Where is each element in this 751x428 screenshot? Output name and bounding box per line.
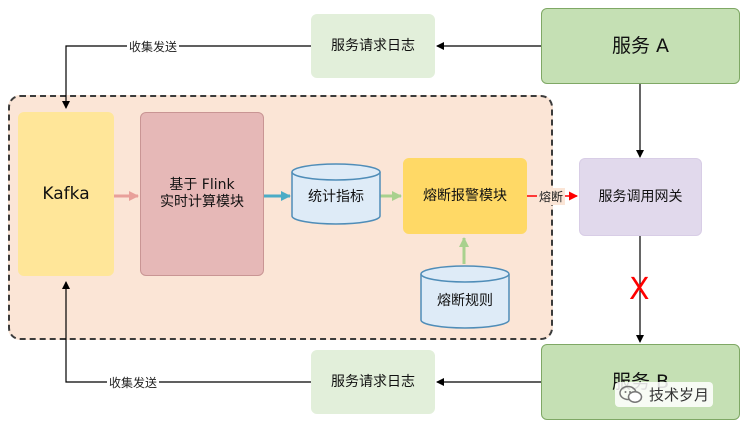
alarm-label: 熔断报警模块 bbox=[423, 187, 507, 204]
flink-node: 基于 Flink 实时计算模块 bbox=[140, 112, 264, 276]
rules-node: 熔断规则 bbox=[421, 286, 509, 316]
log-top-label: 服务请求日志 bbox=[331, 37, 415, 54]
watermark: 技术岁月 bbox=[615, 382, 714, 407]
flink-label: 基于 Flink 实时计算模块 bbox=[160, 177, 244, 210]
gateway-node: 服务调用网关 bbox=[579, 158, 702, 236]
watermark-text: 技术岁月 bbox=[649, 386, 710, 404]
alarm-node: 熔断报警模块 bbox=[403, 158, 527, 234]
blocked-x-mark: X bbox=[629, 272, 650, 307]
metrics-label: 统计指标 bbox=[308, 188, 364, 205]
rules-label: 熔断规则 bbox=[437, 292, 493, 309]
service-a-node: 服务 A bbox=[541, 8, 740, 84]
log-bottom-node: 服务请求日志 bbox=[311, 350, 435, 414]
arrow-log-bottom-to-kafka bbox=[62, 281, 311, 383]
edge-label-fuse: 熔断 bbox=[537, 188, 566, 205]
metrics-cylinder bbox=[291, 163, 381, 225]
edge-label-collect-top: 收集发送 bbox=[127, 38, 180, 55]
wechat-icon bbox=[619, 385, 643, 403]
log-top-node: 服务请求日志 bbox=[311, 14, 435, 78]
service-a-label: 服务 A bbox=[611, 34, 670, 57]
kafka-label: Kafka bbox=[42, 183, 90, 204]
gateway-label: 服务调用网关 bbox=[598, 188, 683, 205]
arrow-log-top-to-kafka bbox=[62, 45, 311, 109]
metrics-node: 统计指标 bbox=[292, 182, 380, 212]
kafka-node: Kafka bbox=[18, 112, 114, 276]
log-bottom-label: 服务请求日志 bbox=[331, 373, 415, 390]
rules-cylinder bbox=[420, 265, 510, 329]
edge-label-collect-bottom: 收集发送 bbox=[107, 374, 160, 391]
